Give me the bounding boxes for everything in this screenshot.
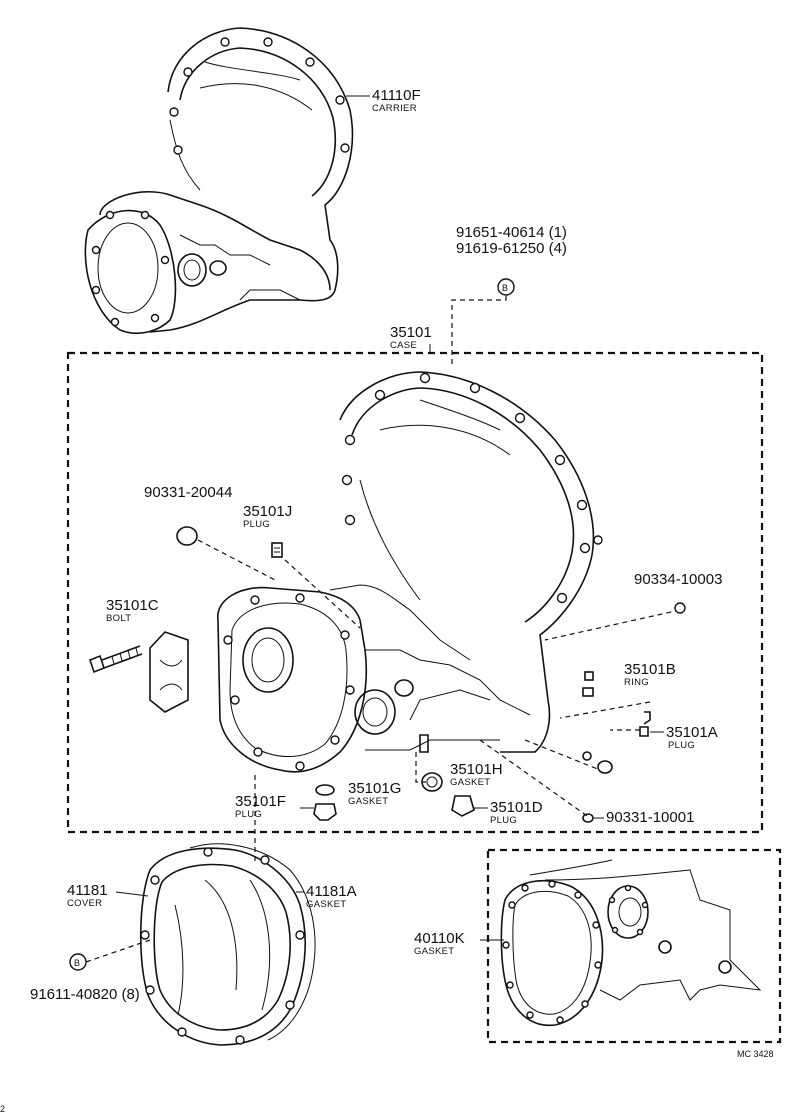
- bolt-set-label: 91651-40614 (1) 91619-61250 (4) B: [451, 224, 567, 368]
- plug-f: [313, 803, 337, 821]
- label-35101a: 35101A: [666, 724, 718, 741]
- plug-10001: [582, 813, 594, 823]
- label-35101c: 35101C: [106, 597, 159, 614]
- small-parts: [89, 526, 686, 823]
- cover-illustration: [139, 843, 316, 1046]
- label-90331-20044: 90331-20044: [144, 484, 232, 501]
- case-part-number: 35101: [390, 324, 432, 341]
- label-41181a: 41181A: [306, 883, 357, 900]
- gasket-g: [315, 784, 335, 796]
- carrier-label: 41110F CARRIER: [346, 87, 421, 114]
- label-35101f: 35101F: [235, 793, 286, 810]
- ring-b-bolt: [584, 671, 594, 681]
- label-35101h-name: GASKET: [450, 777, 490, 788]
- label-35101b: 35101B: [624, 661, 676, 678]
- label-41181: 41181: [67, 882, 108, 899]
- label-35101g-name: GASKET: [348, 796, 388, 807]
- gasket-k-frame: [486, 848, 782, 1044]
- carrier-part-name: CARRIER: [372, 103, 417, 114]
- bolt-clamp: [149, 631, 189, 713]
- label-90334-10003: 90334-10003: [634, 571, 722, 588]
- ring-b: [643, 711, 651, 725]
- case-part-labels: 90331-20044 35101J PLUG 90334-10003 3510…: [106, 484, 722, 826]
- corner-mark: 2: [0, 1104, 5, 1114]
- cover-labels: 41181 COVER 41181A GASKET B 91611-40820 …: [30, 882, 357, 1003]
- carrier-part-number: 41110F: [372, 87, 421, 104]
- bolt-set-2: 91619-61250 (4): [456, 240, 567, 257]
- case-illustration: [217, 371, 603, 773]
- plug-j: [271, 542, 283, 558]
- case-part-name: CASE: [390, 340, 417, 351]
- label-35101j: 35101J: [243, 503, 292, 520]
- label-35101b-name: RING: [624, 677, 649, 688]
- case-label: 35101 CASE: [390, 324, 432, 352]
- label-40110k-name: GASKET: [414, 946, 454, 957]
- plug-a: [639, 726, 649, 737]
- b-symbol-top: B: [502, 283, 508, 293]
- label-35101d-name: PLUG: [490, 815, 517, 826]
- bolt-c: [89, 645, 143, 674]
- gasket-10003: [674, 602, 686, 614]
- label-41181a-name: GASKET: [306, 899, 346, 910]
- label-91611-40820: 91611-40820 (8): [30, 986, 140, 1003]
- label-35101c-name: BOLT: [106, 613, 131, 624]
- label-40110k: 40110K: [414, 930, 465, 947]
- label-41181-name: COVER: [67, 898, 102, 909]
- carrier-illustration: [84, 27, 354, 335]
- reference-code: MC 3428: [737, 1049, 774, 1059]
- label-35101a-name: PLUG: [668, 740, 695, 751]
- label-35101j-name: PLUG: [243, 519, 270, 530]
- expansion-plug: [176, 526, 198, 546]
- gasket-k-illustration: [500, 859, 762, 1027]
- label-35101f-name: PLUG: [235, 809, 262, 820]
- label-35101h: 35101H: [450, 761, 503, 778]
- case-leader-lines: [197, 539, 681, 862]
- bolt-set-1: 91651-40614 (1): [456, 224, 567, 241]
- case-group-frame: [66, 351, 764, 834]
- b-symbol-bottom: B: [74, 958, 80, 968]
- b-symbol-icon: [497, 278, 515, 296]
- label-90331-10001: 90331-10001: [606, 809, 694, 826]
- label-35101g: 35101G: [348, 780, 401, 797]
- gasket-h: [421, 772, 443, 792]
- gasket-k-label: 40110K GASKET: [414, 930, 504, 957]
- label-35101d: 35101D: [490, 799, 543, 816]
- plug-d: [451, 795, 475, 817]
